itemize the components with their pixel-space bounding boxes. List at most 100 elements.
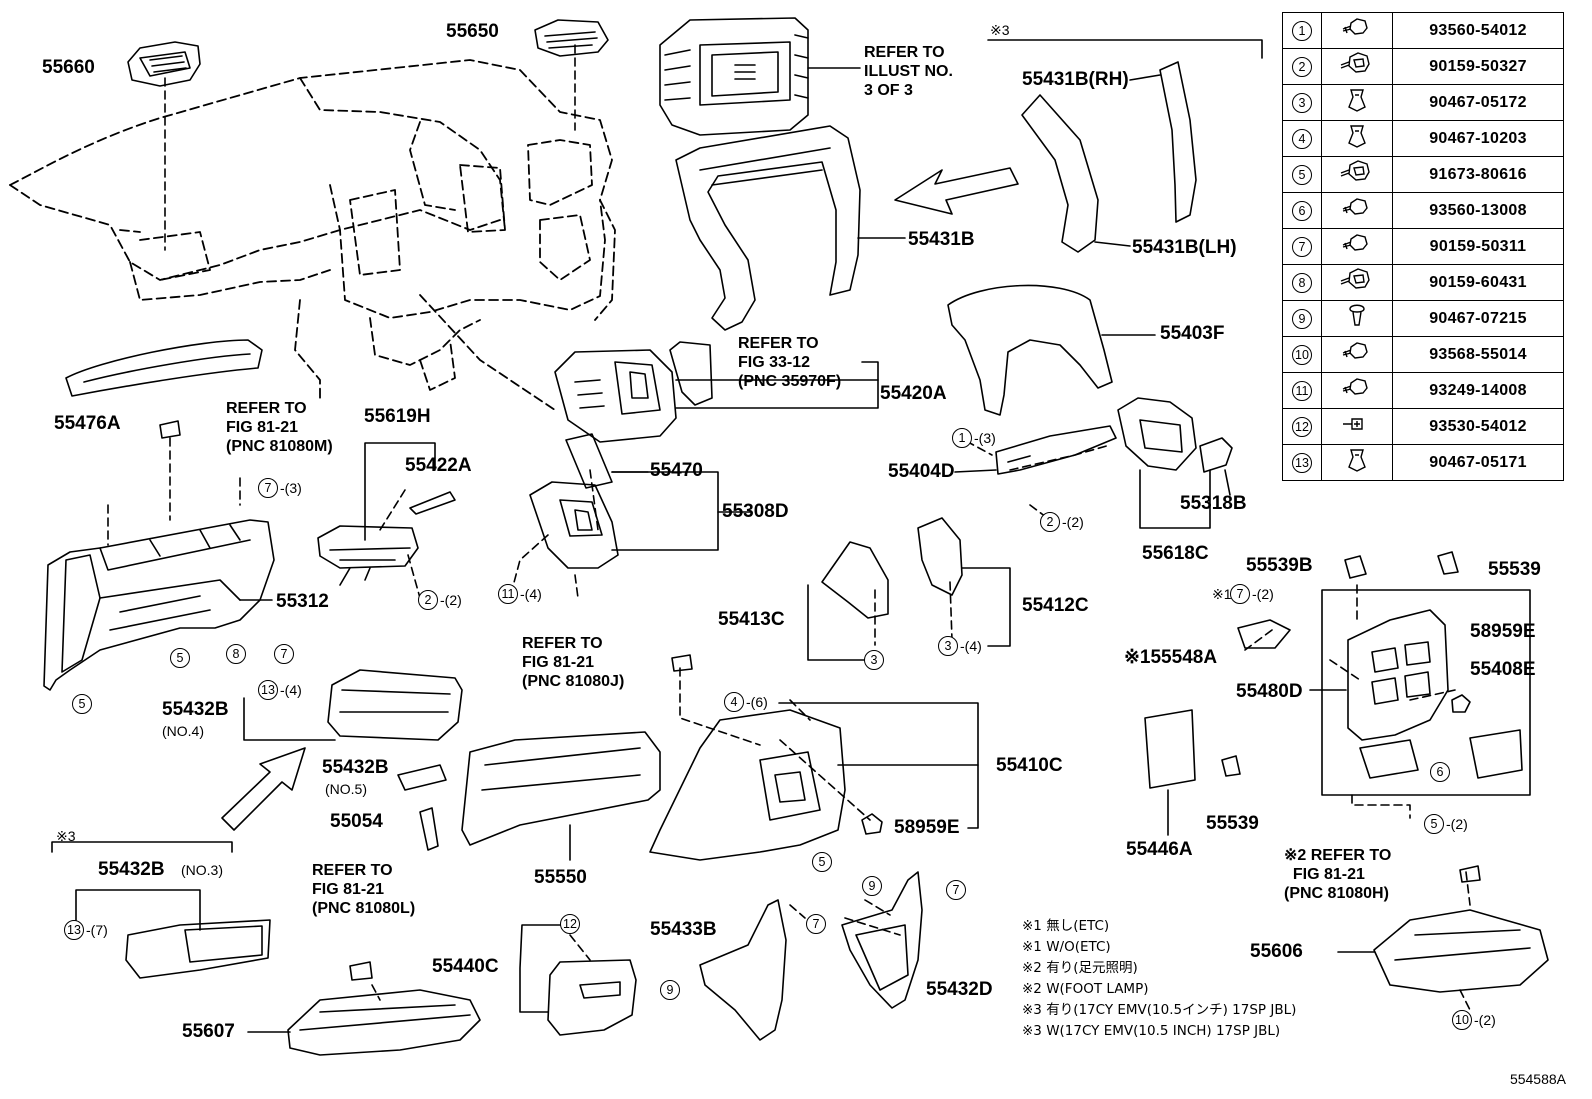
flange-bolt-icon	[1321, 264, 1393, 301]
connector-icon	[349, 961, 373, 981]
group-bracket-top	[987, 39, 1263, 59]
fastener-number: 12	[1282, 408, 1322, 445]
part-55410C-lower-console	[649, 709, 846, 861]
fastener-number: 1	[1282, 12, 1322, 49]
callout-7: 7	[806, 914, 828, 934]
fastener-number: 4	[1282, 120, 1322, 157]
sub-label-no4: (NO.4)	[162, 723, 204, 739]
callout-3: 3	[864, 650, 886, 670]
part-label-55476A: 55476A	[54, 413, 121, 434]
legend-line: ※2 有り(足元照明)	[1022, 960, 1138, 976]
fastener-number: 11	[1282, 372, 1322, 409]
fastener-part-number: 90159-60431	[1392, 264, 1564, 301]
callout-13: 13-(4)	[258, 680, 302, 700]
part-55403F-cover	[947, 284, 1113, 416]
fastener-number-circle: 7	[1292, 236, 1312, 257]
part-55606-bracket	[1373, 909, 1549, 993]
part-55432B-no4-glovebox-upper	[327, 669, 463, 741]
fastener-number: 6	[1282, 192, 1322, 229]
fastener-number: 13	[1282, 444, 1322, 481]
clip-icon	[1321, 120, 1393, 157]
part-label-55446A: 55446A	[1126, 839, 1193, 860]
part-label-55480D: 55480D	[1236, 681, 1303, 702]
callout-1: 1-(3)	[952, 428, 996, 448]
part-label-55408E: 55408E	[1470, 659, 1536, 680]
part-label-55431B: 55431B	[908, 229, 975, 250]
clip-icon	[1321, 84, 1393, 121]
fastener-number-circle: 3	[1292, 92, 1312, 113]
legend-line: ※3 有り(17CY EMV(10.5インチ) 17SP JBL)	[1022, 1002, 1297, 1018]
fastener-number: 7	[1282, 228, 1322, 265]
part-58959E-knob	[861, 813, 883, 835]
fastener-row: 3 90467-05172	[1282, 84, 1564, 121]
part-label-55054: 55054	[330, 811, 383, 832]
part-55480D-switch-panel	[1347, 609, 1449, 779]
leader-line	[519, 924, 571, 1013]
leader-line	[954, 469, 997, 473]
sub-label-no3: (NO.3)	[181, 862, 223, 878]
clip-icon	[1321, 444, 1393, 481]
part-label-55607: 55607	[182, 1021, 235, 1042]
group-mark-top: ※3	[990, 22, 1010, 38]
callout-9: 9	[862, 876, 884, 896]
legend-line: ※1 W/O(ETC)	[1022, 939, 1111, 955]
part-label-55412C: 55412C	[1022, 595, 1089, 616]
fastener-row: 13 90467-05171	[1282, 444, 1564, 481]
part-label-55420A: 55420A	[880, 383, 947, 404]
callout-5: 5-(2)	[1424, 814, 1468, 834]
part-55312-lower-panel	[43, 519, 275, 691]
reference-note-illust: REFER TO ILLUST NO. 3 OF 3	[864, 44, 953, 99]
switch-panel-frame	[1321, 589, 1531, 796]
fastener-row: 12 93530-54012	[1282, 408, 1564, 445]
fastener-part-number: 91673-80616	[1392, 156, 1564, 193]
fastener-row: 11 93249-14008	[1282, 372, 1564, 409]
part-label-55410C: 55410C	[996, 755, 1063, 776]
fastener-part-number: 93249-14008	[1392, 372, 1564, 409]
part-55054-clip	[419, 807, 439, 851]
part-55618C-switch-housing	[1117, 397, 1233, 473]
reference-note-81080L: REFER TO FIG 81-21 (PNC 81080L)	[312, 862, 416, 917]
part-label-55650: 55650	[446, 21, 499, 42]
part-55432B-no3-bracket	[125, 919, 271, 979]
callout-4: 4-(6)	[724, 692, 768, 712]
leader-line	[1139, 469, 1211, 529]
callout-7: 7-(3)	[258, 478, 302, 498]
part-label-55539: 55539	[1488, 559, 1541, 580]
fastener-part-number: 90467-05172	[1392, 84, 1564, 121]
pin-clip-icon	[1321, 300, 1393, 337]
connector-icon	[1459, 865, 1481, 883]
leader-line	[364, 442, 436, 541]
bolt-icon	[1321, 192, 1393, 229]
fastener-number-circle: 4	[1292, 128, 1312, 149]
fastener-number-circle: 11	[1292, 380, 1312, 401]
figure-id: 554588A	[1509, 1071, 1566, 1087]
fastener-part-number: 93530-54012	[1392, 408, 1564, 445]
part-55431B-center-bezel	[675, 125, 861, 331]
part-label-55619H: 55619H	[364, 406, 431, 427]
flange-bolt-icon	[1321, 156, 1393, 193]
callout-11: 11-(4)	[498, 584, 542, 604]
part-label-55312: 55312	[276, 591, 329, 612]
fastener-row: 8 90159-60431	[1282, 264, 1564, 301]
fastener-part-number: 90467-05171	[1392, 444, 1564, 481]
part-55650-center-register	[534, 19, 609, 57]
fastener-number: 10	[1282, 336, 1322, 373]
part-55550-glovebox-door	[461, 731, 661, 846]
part-label-58959E-2: 58959E	[1470, 621, 1536, 642]
part-label-55413C: 55413C	[718, 609, 785, 630]
part-55470-mat	[565, 433, 613, 489]
group-mark-w1: ※1	[1212, 586, 1232, 602]
part-label-55539-2: 55539	[1206, 813, 1259, 834]
fastener-number-circle: 8	[1292, 272, 1312, 293]
assembly-direction-arrow	[221, 747, 306, 831]
group-mark-left: ※3	[56, 828, 76, 844]
fastener-number: 2	[1282, 48, 1322, 85]
legend-line: ※1 無し(ETC)	[1022, 918, 1110, 934]
fastener-part-number: 90159-50327	[1392, 48, 1564, 85]
group-bracket-left	[51, 841, 233, 853]
part-label-55432B-no5: 55432B	[322, 757, 389, 778]
